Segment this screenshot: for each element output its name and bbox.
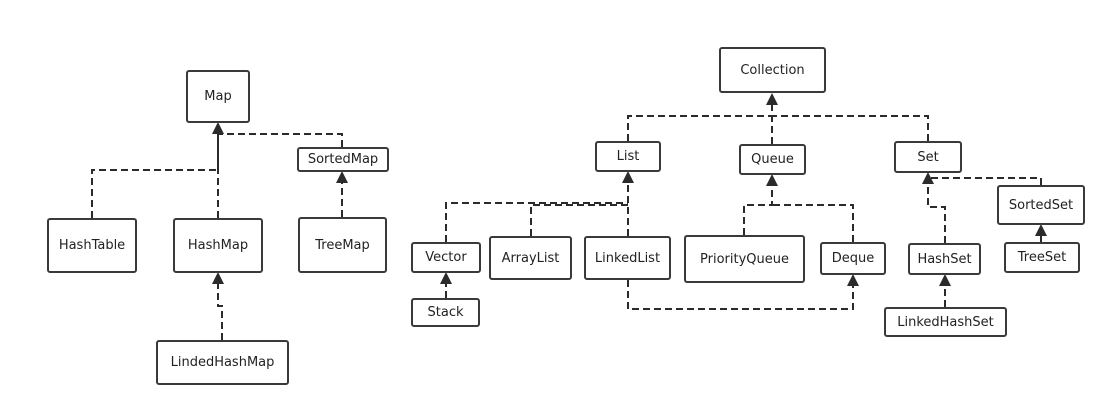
node-sortedset: SortedSet xyxy=(997,185,1085,225)
arrowhead-deque xyxy=(847,274,859,286)
arrowhead-queue xyxy=(766,174,778,186)
node-linkedlist: LinkedList xyxy=(584,236,671,280)
node-stack: Stack xyxy=(411,298,480,327)
edge-set-to-collection xyxy=(772,115,929,141)
arrowhead-vector xyxy=(440,272,452,284)
node-lindedhashmap: LindedHashMap xyxy=(156,340,289,385)
arrowhead-collection xyxy=(766,93,778,105)
edge-hashtable-to-map xyxy=(91,132,219,218)
edge-linkedlist-to-deque xyxy=(627,280,854,310)
node-map: Map xyxy=(186,70,250,123)
edge-sortedmap-to-map xyxy=(218,133,343,147)
node-arraylist: ArrayList xyxy=(489,236,572,280)
arrowhead-sortedmap xyxy=(336,171,348,183)
node-priorityqueue: PriorityQueue xyxy=(684,235,805,283)
node-deque: Deque xyxy=(820,242,886,275)
edge-arraylist-to-list xyxy=(530,204,628,236)
arrowhead-set xyxy=(922,172,934,184)
arrowhead-sortedset xyxy=(1035,224,1047,236)
edge-sortedset-to-set xyxy=(928,177,1042,185)
node-list: List xyxy=(595,141,661,172)
arrowhead-list xyxy=(622,171,634,183)
node-sortedmap: SortedMap xyxy=(297,147,389,172)
edge-hashset-to-set xyxy=(927,183,946,243)
edge-deque-to-queue xyxy=(772,204,854,242)
node-hashmap: HashMap xyxy=(173,218,263,273)
edge-list-to-collection xyxy=(627,115,772,141)
node-collection: Collection xyxy=(719,47,826,93)
node-queue: Queue xyxy=(739,144,806,175)
node-treemap: TreeMap xyxy=(298,217,387,273)
node-vector: Vector xyxy=(411,242,481,273)
arrowhead-hashset xyxy=(939,274,951,286)
edge-vector-to-list xyxy=(445,202,628,242)
arrowhead-map xyxy=(212,122,224,134)
edge-lindedhashmap-to-hashmap xyxy=(217,283,223,340)
node-hashset: HashSet xyxy=(908,243,981,275)
node-treeset: TreeSet xyxy=(1004,242,1080,273)
arrowhead-hashmap xyxy=(212,272,224,284)
edge-priorityqueue-to-queue xyxy=(743,185,773,235)
node-hashtable: HashTable xyxy=(47,218,137,273)
node-linkedhashset: LinkedHashSet xyxy=(884,307,1007,337)
node-set: Set xyxy=(894,141,962,173)
